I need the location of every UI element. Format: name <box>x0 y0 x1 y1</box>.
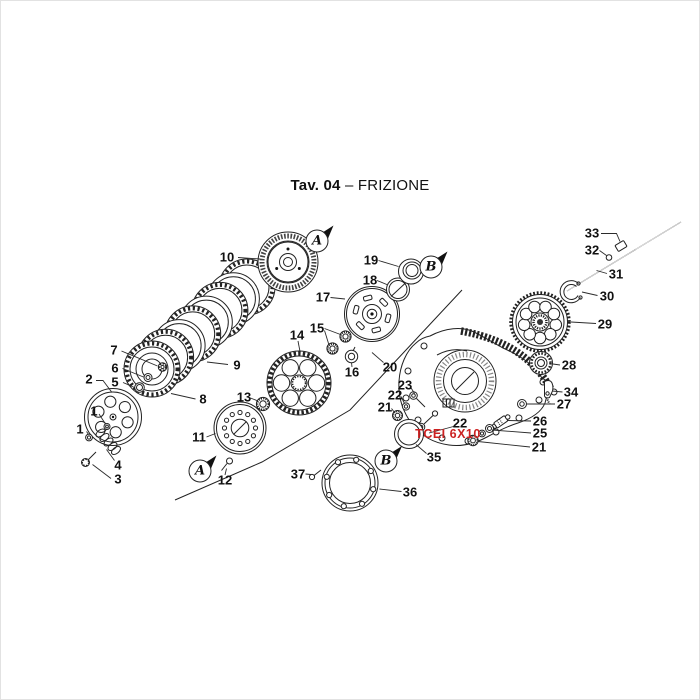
ball-32 <box>605 254 613 261</box>
clutch-basket-10 <box>257 231 319 293</box>
ring-18 <box>386 277 410 302</box>
washer-6 <box>143 373 153 382</box>
washer-13 <box>255 396 271 412</box>
plate-17 <box>344 286 400 342</box>
leader-lines <box>86 233 621 492</box>
front-plate-8 <box>123 340 181 398</box>
gasket-36 <box>321 454 379 512</box>
divider-line <box>174 289 463 501</box>
washer-1-top <box>103 423 111 430</box>
ring-5 <box>134 382 145 393</box>
seal-ring-35 <box>394 419 424 449</box>
cap-16 <box>344 346 359 364</box>
washer-1-left <box>85 433 93 442</box>
piston-19 <box>398 258 424 285</box>
clutch-plate-stack-9 <box>123 258 276 398</box>
arrow-a-bottom <box>204 455 217 469</box>
circlip-30 <box>559 280 583 304</box>
cap-33 <box>614 240 628 252</box>
arrow-b-bottom <box>390 446 402 459</box>
table-name: – FRIZIONE <box>344 177 430 194</box>
arrow-b-top <box>435 251 448 265</box>
fasteners-right <box>467 414 511 447</box>
screw-12 <box>221 457 233 471</box>
hub-bolt-7 <box>157 362 168 372</box>
clutch-hub-14 <box>266 350 332 416</box>
arrow-a-top <box>321 225 334 239</box>
page-title: Tav. 04 – FRIZIONE <box>291 177 430 194</box>
cover-bolt-bosses <box>402 342 547 445</box>
screw-37 <box>308 469 322 481</box>
primary-gear-29 <box>509 291 571 353</box>
pushrod-31 <box>566 221 682 292</box>
spring-plate-11 <box>213 401 267 455</box>
spring-assembly <box>81 423 121 467</box>
table-number: Tav. 04 <box>290 177 341 194</box>
bearing-28 <box>529 351 553 375</box>
nuts-15 <box>326 330 352 355</box>
pressure-plate-2 <box>84 388 142 446</box>
pawl-34 <box>544 380 554 405</box>
spring-4 <box>95 428 121 455</box>
screw-3 <box>81 451 97 467</box>
